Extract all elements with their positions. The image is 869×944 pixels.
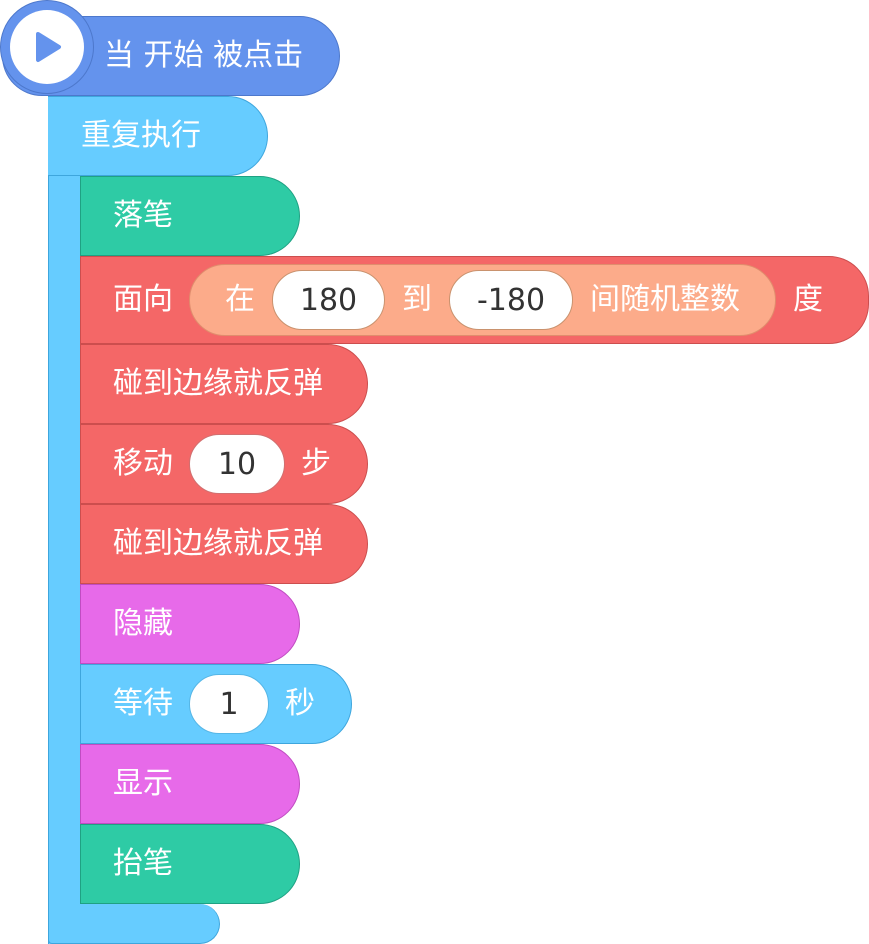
- move-steps-input[interactable]: 10: [189, 434, 285, 494]
- bounce-on-edge-label: 碰到边缘就反弹: [113, 526, 323, 561]
- wait-seconds-block[interactable]: 等待 1 秒: [80, 664, 352, 744]
- wait-suffix: 秒: [285, 686, 315, 721]
- random-from-label: 在: [225, 282, 255, 317]
- random-to-input[interactable]: -180: [449, 270, 573, 330]
- repeat-forever-arm[interactable]: [48, 96, 80, 944]
- random-suffix-label: 间随机整数: [590, 282, 740, 317]
- pen-down-block[interactable]: 落笔: [80, 176, 300, 256]
- random-number-reporter[interactable]: 在 180 到 -180 间随机整数: [189, 264, 776, 336]
- pen-up-label: 抬笔: [113, 846, 173, 881]
- repeat-forever-label: 重复执行: [81, 118, 201, 153]
- show-block[interactable]: 显示: [80, 744, 300, 824]
- bounce-on-edge-label: 碰到边缘就反弹: [113, 366, 323, 401]
- point-direction-prefix: 面向: [113, 282, 173, 317]
- repeat-forever-foot[interactable]: [48, 904, 220, 944]
- move-prefix: 移动: [113, 446, 173, 481]
- move-steps-block[interactable]: 移动 10 步: [80, 424, 368, 504]
- wait-seconds-input[interactable]: 1: [189, 674, 269, 734]
- random-from-input[interactable]: 180: [272, 270, 385, 330]
- move-suffix: 步: [301, 446, 331, 481]
- hide-label: 隐藏: [113, 606, 173, 641]
- repeat-forever-block[interactable]: 重复执行: [48, 96, 268, 176]
- point-direction-suffix: 度: [793, 282, 823, 317]
- bounce-on-edge-block[interactable]: 碰到边缘就反弹: [80, 344, 368, 424]
- play-icon[interactable]: [10, 10, 84, 84]
- random-to-label: 到: [402, 282, 432, 317]
- show-label: 显示: [113, 766, 173, 801]
- hide-block[interactable]: 隐藏: [80, 584, 300, 664]
- hat-label: 当 开始 被点击: [104, 38, 304, 73]
- pen-up-block[interactable]: 抬笔: [80, 824, 300, 904]
- wait-prefix: 等待: [113, 686, 173, 721]
- point-in-direction-block[interactable]: 面向 在 180 到 -180 间随机整数 度: [80, 256, 869, 344]
- bounce-on-edge-block[interactable]: 碰到边缘就反弹: [80, 504, 368, 584]
- pen-down-label: 落笔: [113, 198, 173, 233]
